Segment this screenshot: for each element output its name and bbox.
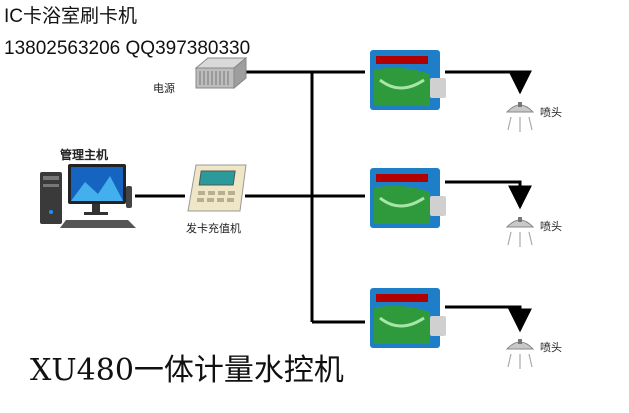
nozzle-label-1: 喷头: [540, 106, 562, 119]
product-title: XU480一体计量水控机: [30, 353, 344, 388]
card-issuer-label: 发卡充值机: [186, 222, 241, 235]
computer-icon: [40, 164, 136, 228]
nozzle-label-3: 喷头: [540, 341, 562, 354]
shower-head-icon: [505, 339, 535, 369]
card-reader-icon: [187, 164, 247, 212]
power-supply-icon: [194, 56, 248, 90]
water-controller-icon: [370, 50, 446, 110]
host-label: 管理主机: [60, 148, 109, 162]
water-controller-icon: [370, 168, 446, 228]
power-supply-label: 电源: [153, 82, 175, 95]
header-title: IC卡浴室刷卡机: [4, 6, 138, 27]
shower-head-icon: [505, 102, 535, 132]
controller-1-to-nozzle-arrow: [445, 70, 532, 95]
header-contact: 13802563206 QQ397380330: [4, 38, 251, 59]
controller-2-to-nozzle-arrow: [445, 180, 532, 210]
nozzle-label-2: 喷头: [540, 220, 562, 233]
water-controller-icon: [370, 288, 446, 348]
controller-3-to-nozzle-arrow: [445, 305, 532, 333]
shower-head-icon: [505, 217, 535, 247]
connection-lines: [135, 70, 532, 333]
